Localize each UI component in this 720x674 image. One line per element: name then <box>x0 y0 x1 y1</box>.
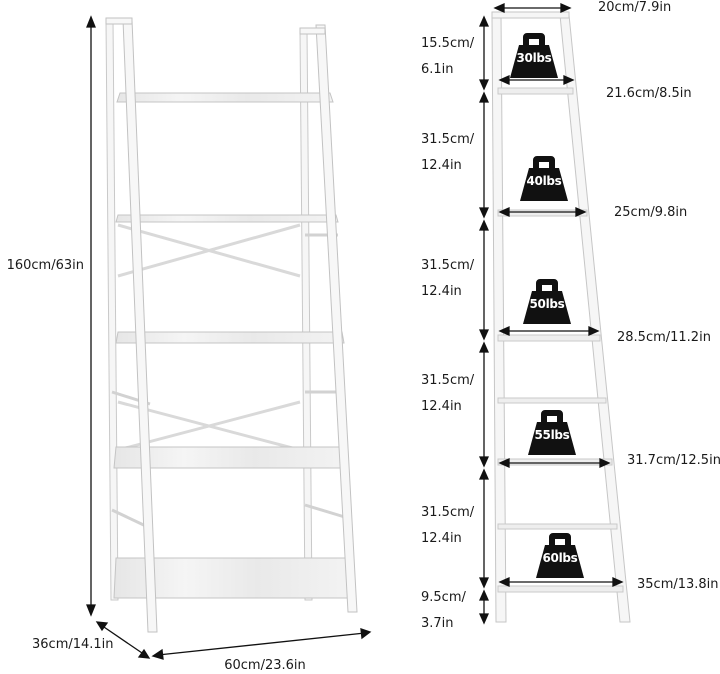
spacing-in-2: 12.4in <box>421 158 462 173</box>
spacing-cm-2: 31.5cm/ <box>421 132 475 147</box>
spacing-in-4: 12.4in <box>421 399 462 414</box>
shelf-dimension-lines <box>86 15 372 660</box>
depth-label: 36cm/14.1in <box>32 637 114 652</box>
shelf-boards <box>113 92 353 599</box>
shelf-width-label-1: 20cm/7.9in <box>598 0 672 15</box>
shelf-width-label-2: 21.6cm/8.5in <box>606 86 692 101</box>
spacing-cm-6: 9.5cm/ <box>421 590 466 605</box>
kettlebell-weight-icon <box>523 279 571 324</box>
spacing-cm-3: 31.5cm/ <box>421 258 475 273</box>
kettlebell-weight-icon <box>528 410 576 455</box>
shelf-width-label-4: 28.5cm/11.2in <box>617 330 711 345</box>
side-dimension-lines <box>478 2 624 625</box>
kettlebell-weight-icon <box>510 33 558 78</box>
spacing-cm-5: 31.5cm/ <box>421 505 475 520</box>
side-profile-shelf-bars <box>497 87 624 593</box>
weight-capacity-badge-3: 50lbs <box>522 276 572 324</box>
kettlebell-weight-icon <box>536 533 584 578</box>
shelf-width-label-6: 35cm/13.8in <box>637 577 719 592</box>
weight-capacity-badge-2: 40lbs <box>519 153 569 201</box>
spacing-in-3: 12.4in <box>421 284 462 299</box>
shelf-width-label-3: 25cm/9.8in <box>614 205 688 220</box>
weight-capacity-badge-5: 60lbs <box>535 530 585 578</box>
shelf-front-legs <box>105 17 358 633</box>
spacing-cm-1: 15.5cm/ <box>421 36 475 51</box>
side-profile-frame <box>491 11 631 623</box>
weight-capacity-badge-1: 30lbs <box>509 30 559 78</box>
spacing-in-5: 12.4in <box>421 531 462 546</box>
kettlebell-weight-icon <box>520 156 568 201</box>
width-label: 60cm/23.6in <box>224 658 306 673</box>
spacing-in-6: 3.7in <box>421 616 454 631</box>
height-label: 160cm/63in <box>6 258 84 273</box>
shelf-width-label-5: 31.7cm/12.5in <box>627 453 720 468</box>
weight-capacity-badge-4: 55lbs <box>527 407 577 455</box>
spacing-cm-4: 31.5cm/ <box>421 373 475 388</box>
spacing-in-1: 6.1in <box>421 62 454 77</box>
